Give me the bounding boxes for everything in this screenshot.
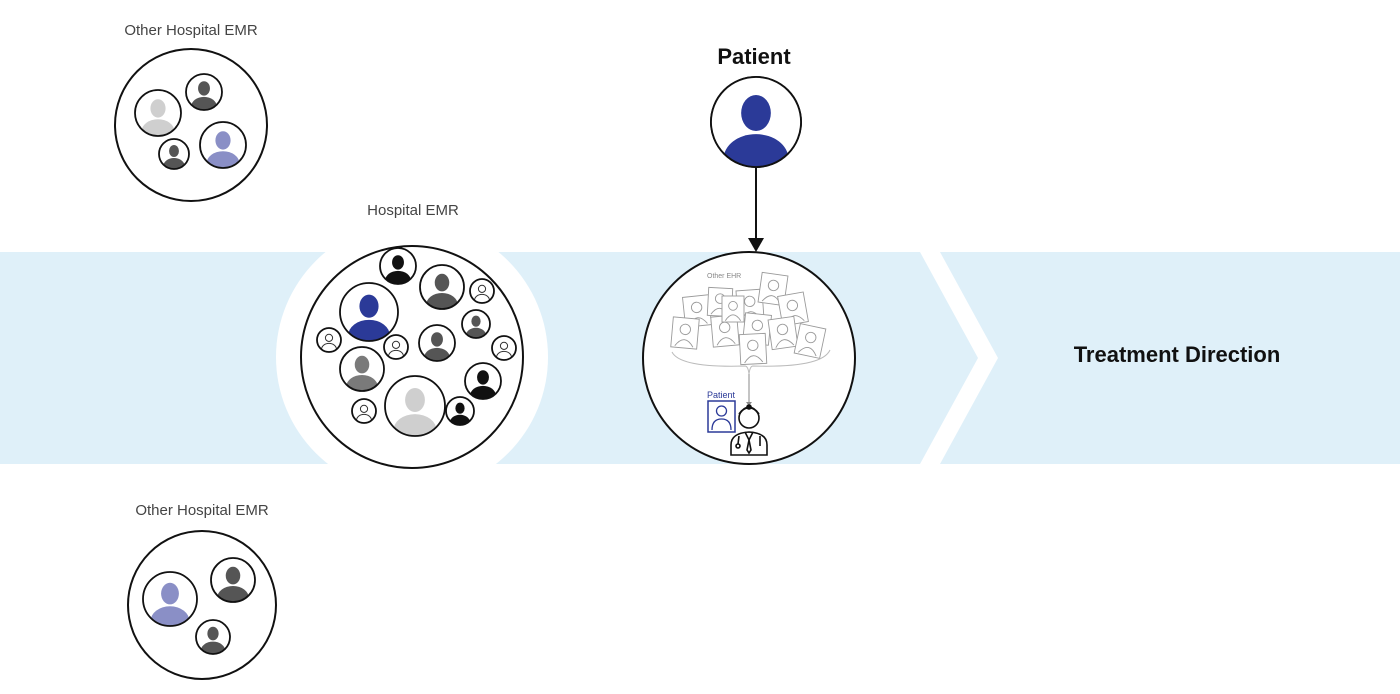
emr-top-avatar-small-gray: [158, 138, 190, 170]
treatment-direction-label: Treatment Direction: [1073, 342, 1281, 367]
emr-top-avatar-light-blue: [199, 121, 247, 169]
ehr-record-sheet-9: [767, 315, 799, 351]
ehr-record-sheet-11: [738, 332, 768, 366]
emr-top-avatar-dark-gray: [185, 73, 223, 111]
hospital-emr-label: Hospital EMR: [367, 202, 459, 219]
other-hospital-emr-top-label: Other Hospital EMR: [124, 22, 258, 39]
hospital-emr-avatar-1: [379, 247, 417, 285]
treatment-arrow-head: [940, 252, 1400, 464]
hospital-emr-avatar-9: [491, 335, 517, 361]
hospital-emr-avatar-12: [384, 375, 446, 437]
patient-record-card-head: [715, 405, 728, 417]
ehr-record-sheet-6: [670, 316, 700, 350]
patient-record-card-body: [711, 418, 732, 431]
ehr-to-patient-arrowhead: [746, 402, 752, 406]
hospital-emr-avatar-4: [339, 282, 399, 342]
hospital-emr-avatar-3: [469, 278, 495, 304]
hospital-emr-avatar-13: [351, 398, 377, 424]
patient-to-process-arrowhead: [748, 238, 764, 252]
ehr-record-sheet-7: [710, 314, 740, 348]
ehr-record-sheet-10: [793, 323, 827, 359]
other-hospital-emr-bottom-label: Other Hospital EMR: [135, 502, 269, 519]
emr-top-avatar-light-gray: [134, 89, 182, 137]
ehr-record-sheet-12: [721, 295, 745, 323]
patient-title: Patient: [717, 44, 791, 69]
emr-bottom-avatar-light-blue: [142, 571, 198, 627]
emr-bottom-avatar-small-gray: [195, 619, 231, 655]
ehr-brace: [671, 349, 831, 375]
hospital-emr-avatar-10: [339, 346, 385, 392]
hospital-emr-avatar-14: [445, 396, 475, 426]
hospital-emr-avatar-8: [418, 324, 456, 362]
hospital-emr-avatar-6: [316, 327, 342, 353]
hospital-emr-avatar-11: [464, 362, 502, 400]
hospital-emr-avatar-2: [419, 264, 465, 310]
doctor-icon: [730, 404, 768, 456]
patient-record-label: Patient: [706, 390, 736, 400]
hospital-emr-avatar-7: [383, 334, 409, 360]
patient-avatar: [710, 76, 802, 168]
hospital-emr-avatar-5: [461, 309, 491, 339]
other-ehr-label: Other EHR: [707, 273, 742, 280]
emr-bottom-avatar-dark-gray: [210, 557, 256, 603]
